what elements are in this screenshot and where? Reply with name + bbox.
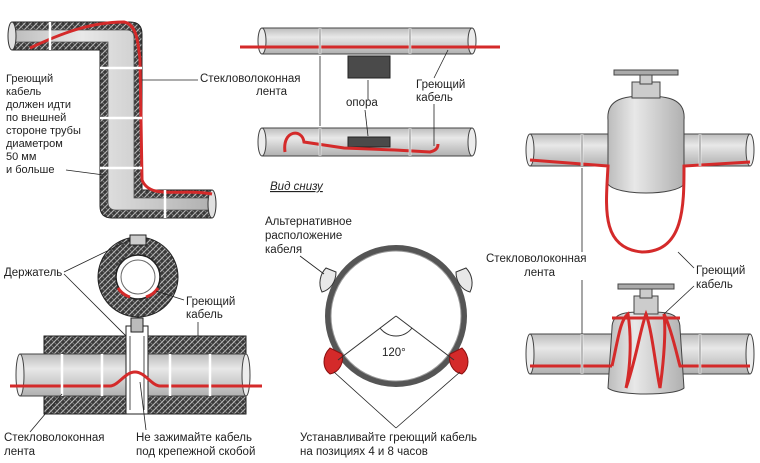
label-tape-top: Стекловолоконная (200, 73, 300, 85)
label-alt-position: Альтернативное (265, 216, 352, 228)
label-cable-valve: Греющий (696, 265, 745, 277)
label-holder: Держатель (4, 267, 62, 279)
elbow-pipe-insulated (7, 20, 217, 219)
note-outer-side: Греющий кабель должен идти по внешней ст… (6, 73, 105, 176)
valve-bottom (525, 283, 755, 395)
elbow-cable (29, 20, 213, 196)
note-line: Греющий (6, 73, 53, 85)
pipe-bottom-view (257, 127, 477, 157)
label-install-positions: Устанавливайте греющий кабель (300, 432, 477, 444)
svg-text:расположение: расположение (265, 230, 342, 242)
svg-text:Греющий: Греющий (6, 73, 53, 85)
label-bottom-view: Вид снизу (270, 181, 324, 193)
pipe-side-view (240, 27, 500, 79)
cable-pos-8 (323, 347, 343, 375)
svg-text:и больше: и больше (6, 164, 54, 176)
svg-text:стороне трубы: стороне трубы (6, 125, 81, 137)
svg-text:кабеля: кабеля (265, 244, 302, 256)
pipe-cross-section-120: 120° (319, 245, 473, 387)
label-tape-valve: Стекловолоконная (486, 253, 586, 265)
svg-text:лента: лента (4, 446, 36, 458)
svg-text:кабель: кабель (186, 309, 223, 321)
angle-label: 120° (382, 347, 406, 359)
svg-text:на позициях 4 и 8 часов: на позициях 4 и 8 часов (300, 446, 428, 458)
label-cable-ring: Греющий (186, 296, 235, 308)
support-block (347, 55, 391, 79)
valve-cable-loop (529, 158, 751, 254)
support-plate (347, 136, 391, 148)
label-tape-bottom: Стекловолоконная (4, 432, 104, 444)
insulated-pipe-cross-section (97, 234, 179, 318)
svg-text:кабель: кабель (416, 92, 453, 104)
alt-cable-right (455, 267, 473, 293)
valve-cable-wrap (530, 309, 750, 389)
svg-text:под крепежной скобой: под крепежной скобой (136, 446, 255, 458)
cable-longitudinal (10, 370, 262, 388)
holder-bracket (125, 325, 149, 415)
label-cable-top: Греющий (416, 79, 465, 91)
svg-text:лента: лента (524, 267, 556, 279)
label-no-clamp: Не зажимайте кабель (136, 432, 252, 444)
valve-top (525, 69, 755, 254)
cable-bottom (283, 131, 440, 154)
svg-text:по внешней: по внешней (6, 112, 66, 124)
svg-text:лента: лента (256, 86, 288, 98)
cable-pos-4 (449, 347, 469, 375)
svg-text:диаметром: диаметром (6, 138, 63, 150)
svg-text:кабель: кабель (6, 86, 42, 98)
svg-text:должен идти: должен идти (6, 99, 71, 111)
label-support: опора (346, 97, 378, 109)
svg-text:50 мм: 50 мм (6, 151, 36, 163)
svg-text:кабель: кабель (696, 279, 733, 291)
insulated-pipe-with-holder (10, 317, 262, 415)
